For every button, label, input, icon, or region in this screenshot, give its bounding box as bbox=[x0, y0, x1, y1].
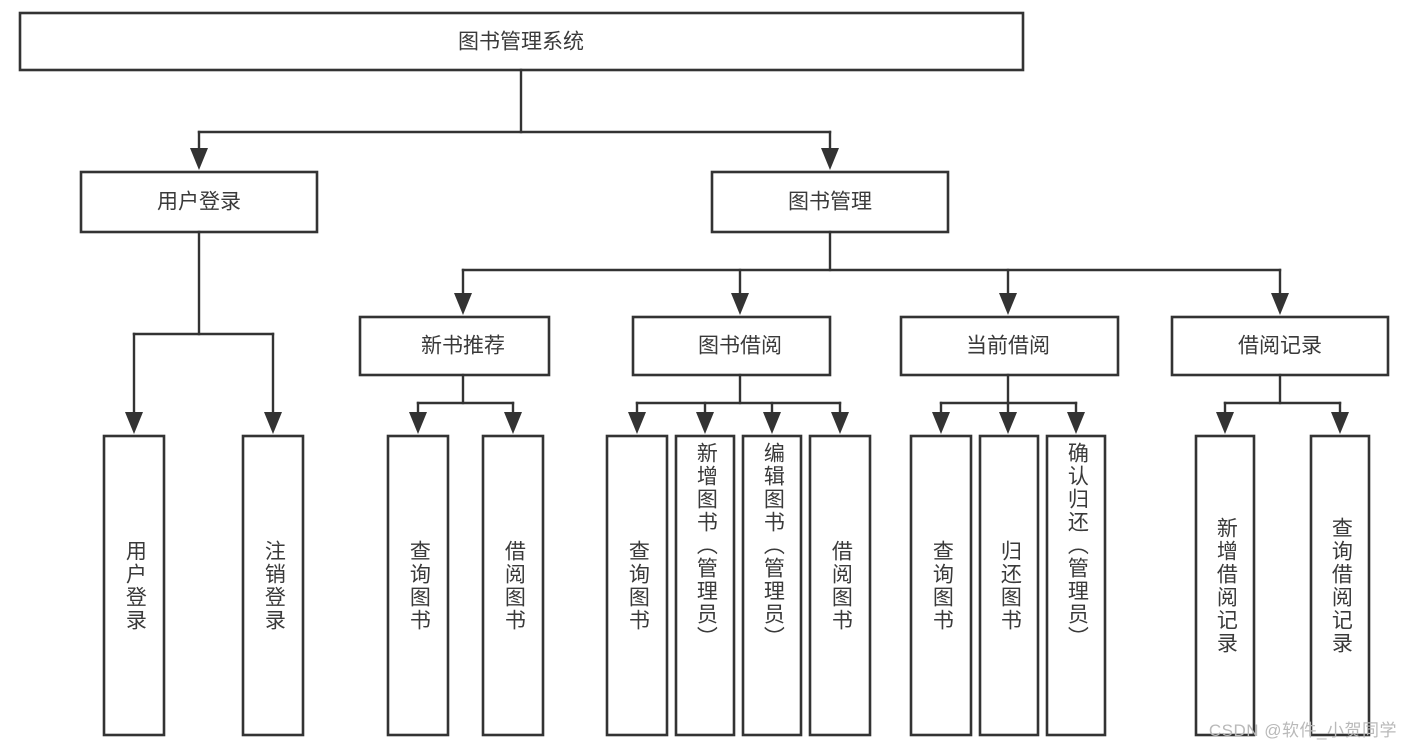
node-root-label: 图书管理系统 bbox=[458, 31, 584, 54]
watermark-text: CSDN @软件_小贺同学 bbox=[1208, 721, 1397, 740]
arrowhead-leaf-query-book-3 bbox=[932, 412, 950, 434]
node-book-borrow-label: 图书借阅 bbox=[698, 335, 782, 358]
node-current-borrow[interactable]: 当前借阅 bbox=[899, 315, 1120, 377]
leaf-query-record-box[interactable] bbox=[1309, 434, 1371, 737]
node-book-manage[interactable]: 图书管理 bbox=[710, 170, 950, 234]
node-book-manage-box[interactable] bbox=[710, 170, 950, 234]
arrowhead-book-borrow bbox=[731, 293, 749, 315]
arrowhead-leaf-query-record bbox=[1331, 412, 1349, 434]
node-new-book-recommend-box[interactable] bbox=[358, 315, 551, 377]
arrowhead-book-manage bbox=[821, 148, 839, 170]
leaf-query-book-3-box[interactable] bbox=[909, 434, 973, 737]
leaf-edit-book-box[interactable] bbox=[741, 434, 803, 737]
node-borrow-record[interactable]: 借阅记录 bbox=[1170, 315, 1390, 377]
leaf-user-login-box[interactable] bbox=[102, 434, 166, 737]
leaf-borrow-book-1-box[interactable] bbox=[481, 434, 545, 737]
arrowhead-borrow-record bbox=[1271, 293, 1289, 315]
arrowhead-leaf-return-book bbox=[999, 412, 1017, 434]
node-book-manage-label: 图书管理 bbox=[788, 191, 872, 214]
arrowhead-new-book-recommend bbox=[454, 293, 472, 315]
node-user-login[interactable]: 用户登录 bbox=[79, 170, 319, 234]
leaf-add-record-box[interactable] bbox=[1194, 434, 1256, 737]
arrowhead-leaf-query-book-1 bbox=[409, 412, 427, 434]
arrowhead-leaf-borrow-book-1 bbox=[504, 412, 522, 434]
node-current-borrow-box[interactable] bbox=[899, 315, 1120, 377]
leaf-query-book-1-box[interactable] bbox=[386, 434, 450, 737]
arrowhead-leaf-edit-book bbox=[763, 412, 781, 434]
leaf-borrow-book-2-box[interactable] bbox=[808, 434, 872, 737]
arrowhead-leaf-add-record bbox=[1216, 412, 1234, 434]
arrowhead-current-borrow bbox=[999, 293, 1017, 315]
node-root-box[interactable] bbox=[18, 11, 1025, 72]
node-new-book-recommend-label: 新书推荐 bbox=[421, 335, 505, 358]
node-user-login-label: 用户登录 bbox=[157, 191, 241, 214]
arrowhead-leaf-add-book bbox=[696, 412, 714, 434]
leaf-query-book-2-box[interactable] bbox=[605, 434, 669, 737]
node-new-book-recommend[interactable]: 新书推荐 bbox=[358, 315, 551, 377]
arrowhead-leaf-confirm-return bbox=[1067, 412, 1085, 434]
arrowhead-user-login bbox=[190, 148, 208, 170]
node-current-borrow-label: 当前借阅 bbox=[966, 335, 1050, 358]
node-borrow-record-label: 借阅记录 bbox=[1238, 335, 1322, 358]
leaf-return-book-box[interactable] bbox=[978, 434, 1040, 737]
node-book-borrow-box[interactable] bbox=[631, 315, 832, 377]
node-root[interactable]: 图书管理系统 bbox=[18, 11, 1025, 72]
arrowhead-leaf-user-logout bbox=[264, 412, 282, 434]
arrowhead-leaf-query-book-2 bbox=[628, 412, 646, 434]
leaf-confirm-return-box[interactable] bbox=[1045, 434, 1107, 737]
leaf-user-logout-box[interactable] bbox=[241, 434, 305, 737]
leaf-add-book-box[interactable] bbox=[674, 434, 736, 737]
node-borrow-record-box[interactable] bbox=[1170, 315, 1390, 377]
node-book-borrow[interactable]: 图书借阅 bbox=[631, 315, 832, 377]
arrowhead-leaf-user-login bbox=[125, 412, 143, 434]
arrowhead-leaf-borrow-book-2 bbox=[831, 412, 849, 434]
